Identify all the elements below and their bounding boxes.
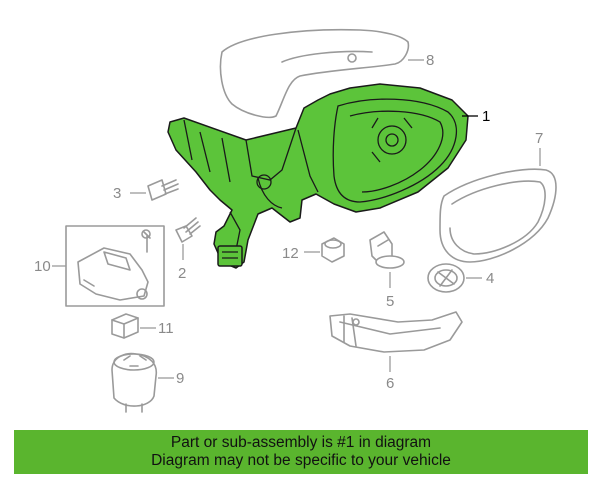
part-8-mirror-cap[interactable]: [219, 28, 410, 119]
callout-3: 3: [113, 185, 121, 202]
part-11-connector[interactable]: [111, 313, 139, 339]
callout-5: 5: [386, 293, 394, 310]
banner-line-1: Part or sub-assembly is #1 in diagram: [170, 434, 432, 451]
part-6-turn-signal[interactable]: [329, 311, 463, 353]
callout-8: 8: [426, 52, 434, 69]
callout-1: 1: [482, 108, 490, 125]
callout-9: 9: [176, 370, 184, 387]
part-3-screw[interactable]: [147, 179, 179, 201]
parts-diagram: 8 1 7 3 2: [34, 28, 557, 413]
callout-12: 12: [282, 245, 299, 262]
part-9-motor[interactable]: [111, 352, 158, 413]
part-4-puddle-lamp[interactable]: [427, 263, 465, 293]
info-banner: Part or sub-assembly is #1 in diagram Di…: [14, 430, 588, 474]
callout-7: 7: [535, 130, 543, 147]
part-2-bolt[interactable]: [175, 217, 201, 243]
part-7-mirror-glass[interactable]: [439, 168, 557, 263]
callout-2: 2: [178, 265, 186, 282]
callout-4: 4: [486, 270, 494, 287]
part-1-mirror-assembly[interactable]: [167, 83, 469, 269]
callout-6: 6: [386, 375, 394, 392]
part-12-clip[interactable]: [321, 237, 345, 263]
callout-11: 11: [158, 320, 174, 337]
banner-line-2: Diagram may not be specific to your vehi…: [151, 452, 451, 469]
part-10-bracket-kit[interactable]: [65, 225, 165, 307]
part-5-lamp-socket[interactable]: [369, 231, 405, 269]
callout-10: 10: [34, 258, 51, 275]
